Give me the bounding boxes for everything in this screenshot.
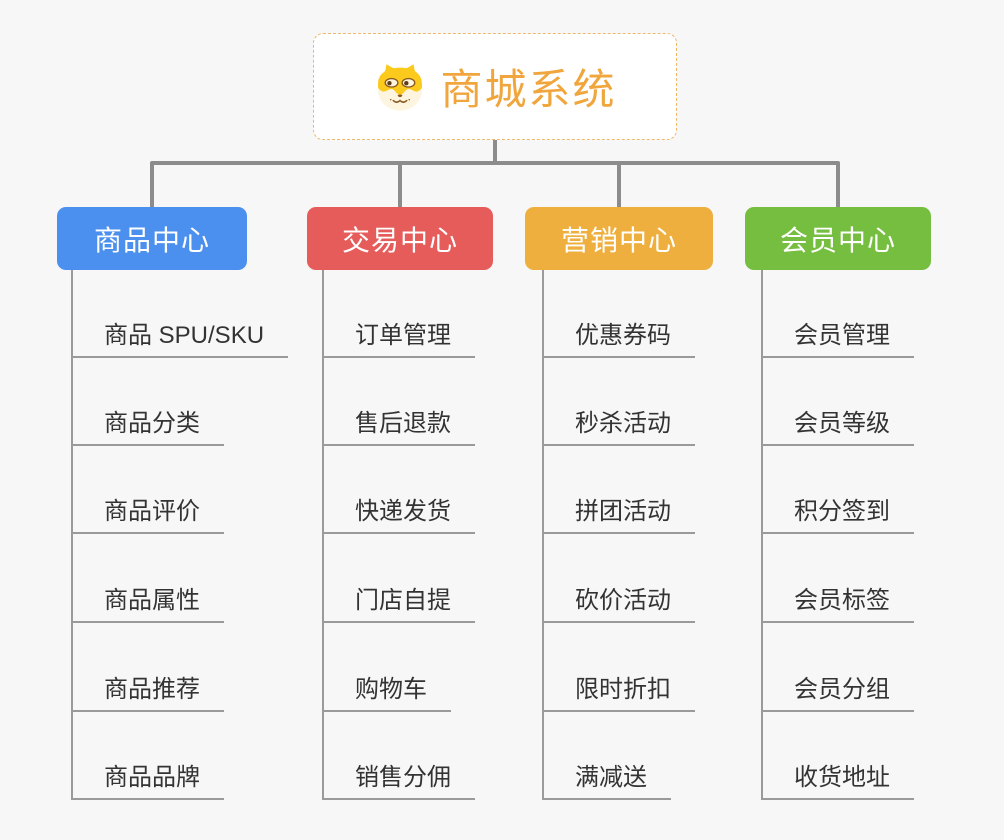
connector-trunk — [322, 270, 324, 800]
leaf-node[interactable]: 商品 SPU/SKU — [71, 320, 289, 358]
leaf-node[interactable]: 商品属性 — [71, 585, 224, 623]
connector-horizontal-line — [150, 161, 840, 165]
leaf-node[interactable]: 商品分类 — [71, 408, 224, 446]
leaf-node[interactable]: 会员等级 — [761, 408, 914, 446]
leaf-node[interactable]: 门店自提 — [322, 585, 475, 623]
leaf-node[interactable]: 会员分组 — [761, 674, 914, 712]
connector-trunk — [542, 270, 544, 800]
leaf-node[interactable]: 订单管理 — [322, 320, 475, 358]
leaf-node[interactable]: 会员标签 — [761, 585, 914, 623]
leaf-node[interactable]: 积分签到 — [761, 496, 914, 534]
connector-root-stub — [493, 139, 497, 163]
leaf-node[interactable]: 会员管理 — [761, 320, 914, 358]
leaf-node[interactable]: 商品推荐 — [71, 674, 224, 712]
branch-box-trade-center[interactable]: 交易中心 — [307, 207, 493, 270]
leaf-node[interactable]: 满减送 — [542, 762, 671, 800]
connector-branch-stub — [836, 163, 840, 207]
branch-box-marketing-center[interactable]: 营销中心 — [525, 207, 713, 270]
connector-trunk — [71, 270, 73, 800]
leaf-node[interactable]: 秒杀活动 — [542, 408, 695, 446]
root-title: 商城系统 — [440, 66, 617, 113]
leaf-node[interactable]: 优惠券码 — [542, 320, 695, 358]
root-node[interactable]: 商城系统 — [313, 33, 677, 140]
connector-branch-stub — [150, 163, 154, 207]
branch-box-member-center[interactable]: 会员中心 — [745, 207, 931, 270]
leaf-node[interactable]: 限时折扣 — [542, 674, 695, 712]
leaf-node[interactable]: 售后退款 — [322, 408, 475, 446]
leaf-node[interactable]: 快递发货 — [322, 496, 475, 534]
connector-branch-stub — [617, 163, 621, 207]
leaf-node[interactable]: 购物车 — [322, 674, 451, 712]
dog-face-icon — [373, 60, 427, 114]
leaf-node[interactable]: 商品品牌 — [71, 762, 224, 800]
connector-branch-stub — [398, 163, 402, 207]
leaf-node[interactable]: 砍价活动 — [542, 585, 695, 623]
leaf-node[interactable]: 商品评价 — [71, 496, 224, 534]
connector-trunk — [761, 270, 763, 800]
leaf-node[interactable]: 收货地址 — [761, 762, 914, 800]
leaf-node[interactable]: 拼团活动 — [542, 496, 695, 534]
leaf-node[interactable]: 销售分佣 — [322, 762, 475, 800]
branch-box-product-center[interactable]: 商品中心 — [57, 207, 247, 270]
